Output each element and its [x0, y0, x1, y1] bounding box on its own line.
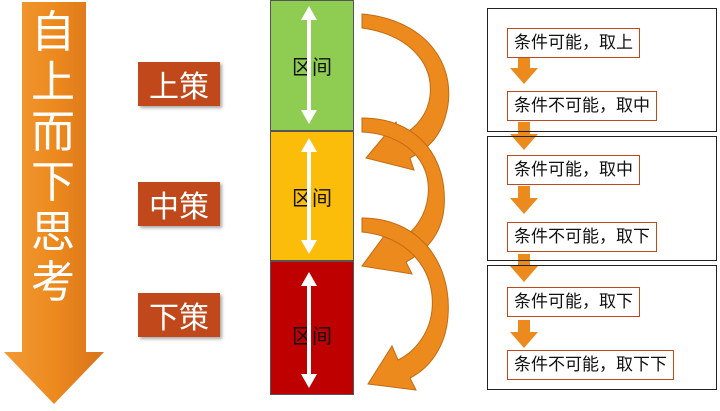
interval-label: 区间 — [292, 324, 332, 348]
title-char: 考 — [31, 257, 75, 308]
condition-box: 条件可能，取中 — [507, 155, 640, 185]
curved-arrow-icon — [361, 13, 450, 171]
double-arrow-icon — [301, 272, 317, 388]
top-down-thinking-arrow: 自 上 而 下 思 考 — [0, 0, 110, 407]
curved-arrow-icon — [361, 117, 445, 275]
strategy-upper: 上策 — [138, 62, 220, 106]
small-down-arrow-icon — [510, 320, 538, 348]
double-arrow-icon — [301, 138, 317, 254]
double-arrow-icon — [301, 6, 317, 124]
condition-box: 条件不可能，取下下 — [507, 350, 674, 380]
strategy-lower: 下策 — [138, 293, 220, 337]
condition-group-middle — [487, 136, 717, 261]
interval-band-middle: 区间 — [270, 131, 354, 261]
vertical-title: 自 上 而 下 思 考 — [24, 8, 82, 308]
condition-box: 条件不可能，取中 — [507, 91, 657, 121]
curved-arrow-icon — [361, 217, 449, 391]
interval-band-upper: 区间 — [270, 0, 354, 131]
small-down-arrow-icon — [510, 186, 538, 214]
title-char: 上 — [31, 57, 75, 108]
condition-box: 条件不可能，取下 — [507, 222, 657, 252]
interval-label: 区间 — [292, 55, 332, 79]
strategy-middle: 中策 — [138, 182, 220, 226]
small-down-arrow-icon — [510, 254, 538, 282]
condition-box: 条件可能，取上 — [507, 28, 640, 58]
title-char: 自 — [31, 7, 75, 58]
title-char: 下 — [31, 157, 75, 208]
down-arrow-icon — [4, 2, 104, 404]
small-down-arrow-icon — [510, 56, 538, 84]
condition-box: 条件可能，取下 — [507, 287, 640, 317]
interval-label: 区间 — [292, 186, 332, 210]
title-char: 思 — [31, 207, 75, 258]
condition-group-upper — [487, 8, 717, 132]
condition-group-lower — [487, 265, 717, 390]
title-char: 而 — [31, 107, 75, 158]
